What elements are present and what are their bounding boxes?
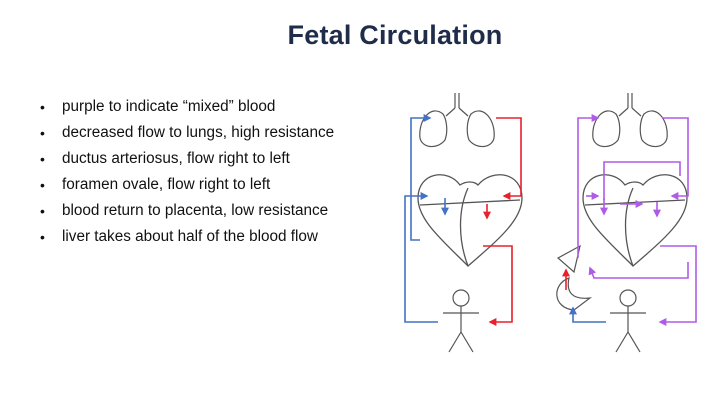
lungs-icon	[592, 93, 668, 148]
fetal-circulation-panel	[556, 93, 697, 353]
bullet-dot-icon: •	[40, 203, 45, 219]
person-icon	[610, 289, 646, 353]
deoxygenated-flow	[569, 306, 606, 323]
bullet-item: •ductus arteriosus, flow right to left	[38, 146, 334, 172]
normal-circulation-panel	[404, 93, 523, 353]
person-icon	[443, 289, 479, 353]
bullet-item: •blood return to placenta, low resistanc…	[38, 198, 334, 224]
bullet-item: •decreased flow to lungs, high resistanc…	[38, 120, 334, 146]
liver-icon	[556, 244, 581, 274]
deoxygenated-flow	[404, 114, 449, 323]
mixed-flow	[577, 114, 697, 326]
bullet-dot-icon: •	[40, 99, 45, 115]
bullet-item: •liver takes about half of the blood flo…	[38, 224, 334, 250]
heart-icon	[582, 174, 688, 267]
bullet-list: •purple to indicate “mixed” blood •decre…	[38, 94, 334, 250]
bullet-dot-icon: •	[40, 151, 45, 167]
bullet-item: •foramen ovale, flow right to left	[38, 172, 334, 198]
slide-title: Fetal Circulation	[287, 20, 503, 50]
heart-icon	[417, 174, 523, 267]
bullet-dot-icon: •	[40, 125, 45, 141]
bullet-item: •purple to indicate “mixed” blood	[38, 94, 334, 120]
bullet-dot-icon: •	[40, 229, 45, 245]
lungs-icon	[419, 93, 495, 148]
placenta-icon	[556, 277, 593, 311]
oxygenated-flow	[483, 117, 522, 326]
bullet-dot-icon: •	[40, 177, 45, 193]
